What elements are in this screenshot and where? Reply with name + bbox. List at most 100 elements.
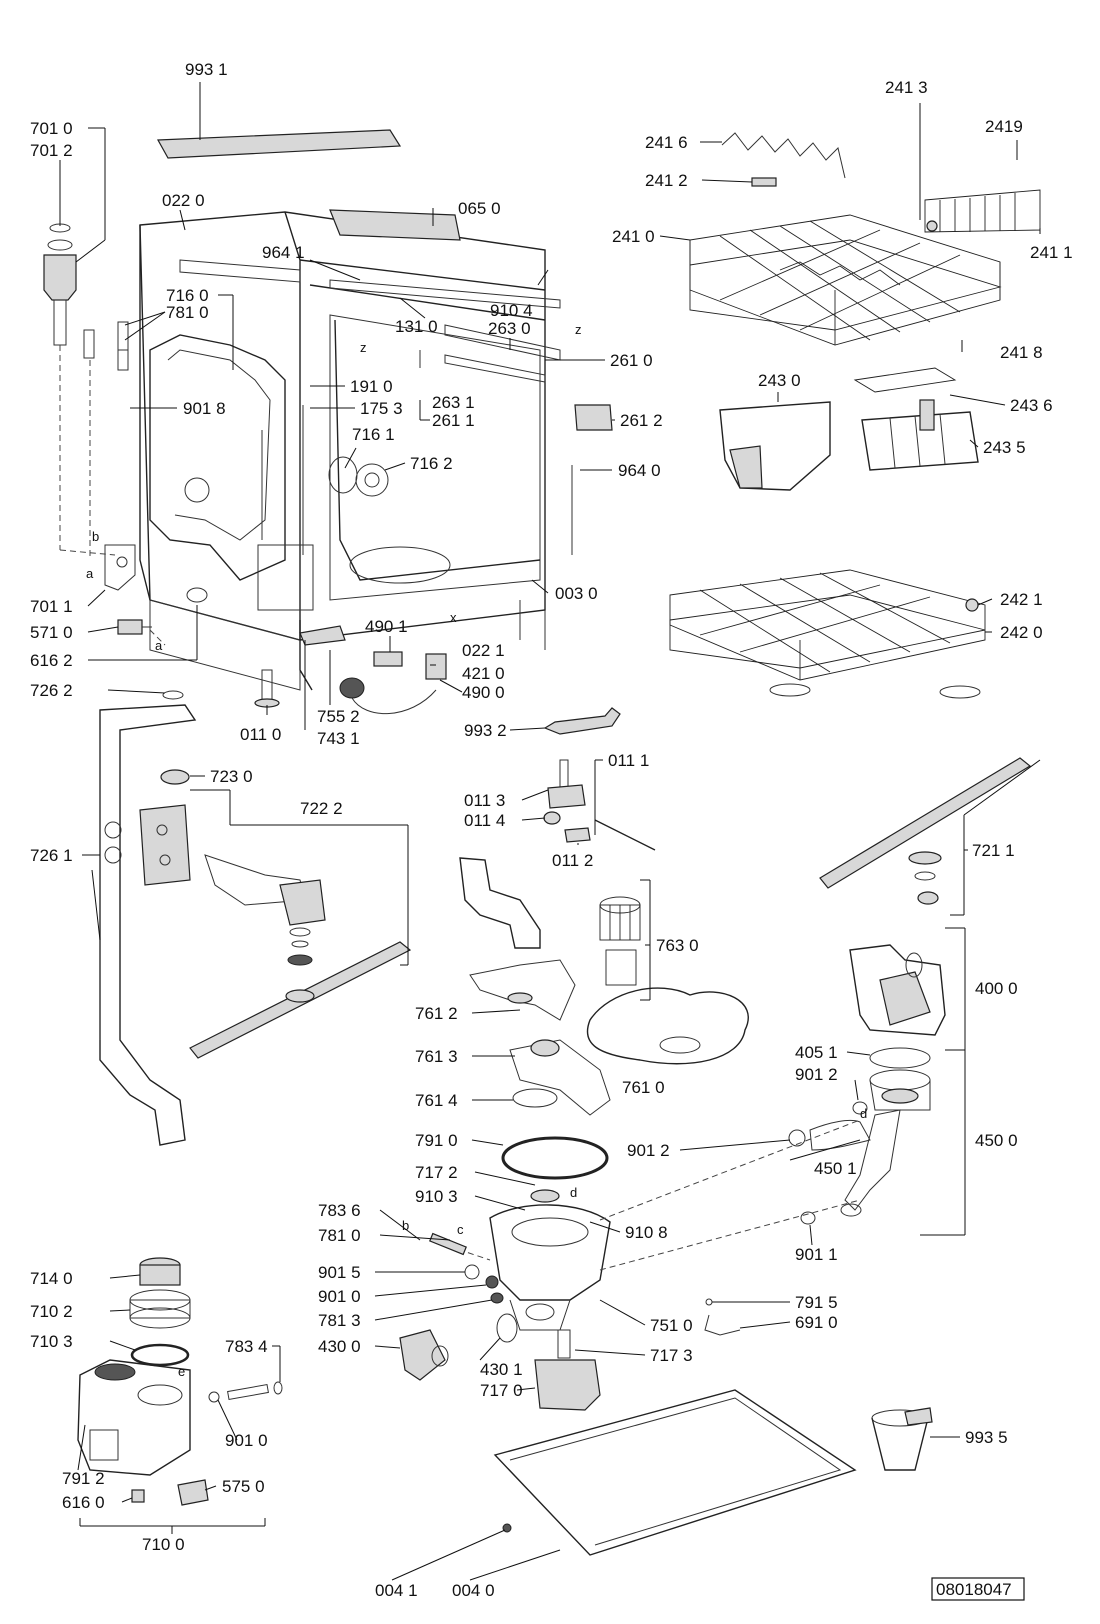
softener-hose-part [208,1381,283,1403]
document-number: 08018047 [936,1580,1012,1599]
heater-housing-part [869,1069,931,1111]
filter-bracket-part [469,959,576,1021]
salt-funnel-part [871,1407,933,1471]
part-label: 261 0 [610,351,653,370]
part-label: 003 0 [555,584,598,603]
part-label: 131 0 [395,317,438,336]
cup-shelf-part [924,189,1041,233]
part-label: 723 0 [210,767,253,786]
part-label: 004 0 [452,1581,495,1600]
part-label: 241 0 [612,227,655,246]
part-label: 263 1 [432,393,475,412]
reference-letter: b [402,1218,409,1233]
part-label: 993 5 [965,1428,1008,1447]
part-label: 065 0 [458,199,501,218]
upper-spray-arm-assembly-part [204,854,326,966]
part-label: 710 2 [30,1302,73,1321]
part-label: 241 8 [1000,343,1043,362]
part-label: 011 2 [552,851,593,870]
leveling-foot-part [254,669,280,708]
hose-clamp-part [800,1211,816,1225]
part-label: 242 0 [1000,623,1043,642]
part-label: 242 1 [1000,590,1043,609]
part-label: 450 0 [975,1131,1018,1150]
reference-letter: z [575,322,582,337]
reference-letter: x [450,610,457,625]
part-label: 011 0 [240,725,281,744]
document-number-box: 08018047 [931,1577,1025,1601]
part-label: 241 6 [645,133,688,152]
part-label: 263 0 [488,319,531,338]
part-label: 241 1 [1030,243,1073,262]
part-label: 243 0 [758,371,801,390]
part-label: 901 0 [318,1287,361,1306]
part-label: 781 0 [166,303,209,322]
part-label: 726 1 [30,846,73,865]
top-rail-part [329,209,461,241]
reference-letter: e [178,1364,185,1379]
leveling-screw-part [543,759,656,851]
seal-ring-part [512,1088,558,1108]
part-label: 701 1 [30,597,73,616]
part-label: 450 1 [814,1159,857,1178]
part-label: 716 2 [410,454,453,473]
part-label: 011 3 [464,791,505,810]
sump-part [489,1189,611,1331]
reference-letter: b [92,529,99,544]
part-label: 004 1 [375,1581,418,1600]
part-label: 421 0 [462,664,505,683]
part-label: 993 2 [464,721,507,740]
dispenser-part [77,1359,191,1476]
wrench-part [543,707,621,735]
part-label: 761 3 [415,1047,458,1066]
part-label: 781 0 [318,1226,361,1245]
part-label: 791 2 [62,1469,105,1488]
reference-letter: d [570,1185,577,1200]
part-label: 022 1 [462,641,505,660]
o-ring-part [869,1047,931,1069]
part-label: 011 1 [608,751,649,770]
part-label: 241 3 [885,78,928,97]
part-label: 717 2 [415,1163,458,1182]
part-label: 022 0 [162,191,205,210]
part-label: 721 1 [972,841,1015,860]
connector-part [117,619,152,635]
leader-lines [59,82,1041,1581]
part-label: 993 1 [185,60,228,79]
part-label: 716 0 [166,286,209,305]
part-label: 241 2 [645,171,688,190]
part-label: 717 3 [650,1346,693,1365]
part-label: 901 2 [795,1065,838,1084]
spray-arm-hub-part [139,769,191,886]
part-label: 430 1 [480,1360,523,1379]
part-label: 243 6 [1010,396,1053,415]
part-label: 243 5 [983,438,1026,457]
filter-cup-part [599,896,641,986]
part-label: 490 1 [365,617,408,636]
part-label: 616 0 [62,1493,105,1512]
switch-part [131,1479,209,1506]
reference-letters: z z b a a x b c d e d [86,322,867,1379]
part-label: 751 0 [650,1316,693,1335]
lower-basket-part [669,569,986,699]
part-label: 175 3 [360,399,403,418]
part-label: 714 0 [30,1269,73,1288]
reference-letter: a [86,566,94,581]
side-panel-part [149,334,314,611]
part-label: 755 2 [317,707,360,726]
part-label: 783 6 [318,1201,361,1220]
part-label: 261 1 [432,411,475,430]
part-label: 710 3 [30,1332,73,1351]
part-label: 400 0 [975,979,1018,998]
rack-clip-part [751,177,777,187]
rack-rail-part [721,132,846,179]
part-label: 743 1 [317,729,360,748]
top-plate-part [157,129,402,159]
part-label: 781 3 [318,1311,361,1330]
base-frame-part [493,1389,857,1556]
part-labels: 993 1 701 0 701 2 022 0 065 0 964 1 716 … [30,60,1073,1600]
part-label: 261 2 [620,411,663,430]
middle-spray-arm-part [819,757,1032,905]
water-inlet-valve-part [43,223,129,371]
